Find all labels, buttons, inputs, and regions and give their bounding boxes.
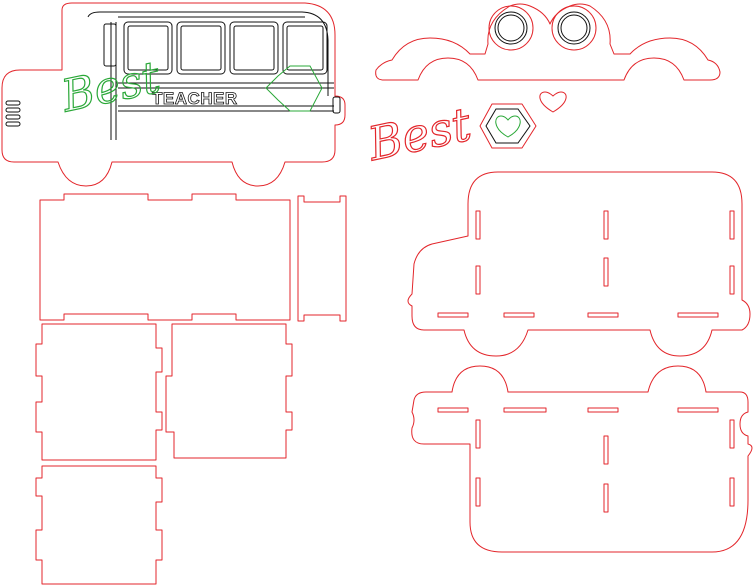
bus-side-panel-upper (407, 171, 751, 357)
slot (729, 477, 735, 507)
slot (437, 312, 469, 318)
circle-icon (494, 11, 528, 45)
box-panel-side (165, 323, 293, 459)
bus-front-outline (1, 2, 346, 187)
slot (729, 210, 735, 240)
bus-window (176, 21, 226, 75)
bus-side-panel-lower (411, 365, 753, 553)
heart-icon (539, 91, 567, 113)
wheel-strip-outline (375, 3, 721, 81)
script-text-red: Best (363, 97, 477, 172)
light-bar (5, 100, 21, 106)
circle-icon (497, 14, 525, 42)
bus-side-outline-lower (411, 365, 753, 553)
bus-bumper (332, 96, 341, 114)
slot (437, 407, 469, 413)
slot (475, 210, 481, 240)
circle-icon (560, 14, 588, 42)
slot (503, 312, 535, 318)
script-text-green: Best (56, 52, 164, 123)
slot (475, 477, 481, 507)
light-bar (5, 121, 21, 127)
hexagon-icon (485, 108, 531, 144)
slot (475, 419, 481, 449)
bus-front-lights (5, 100, 21, 127)
box-panel-side (35, 323, 163, 461)
slot (603, 483, 609, 513)
slot (603, 210, 609, 240)
bus-pillar-cap (103, 23, 117, 67)
bus-window (286, 25, 324, 71)
box-panels (35, 193, 347, 585)
bus-sign-text: TEACHER (152, 89, 238, 108)
heart-icon (495, 115, 521, 138)
circle-icon (551, 5, 597, 51)
bus-side-outline-upper (407, 171, 751, 357)
hexagon-icon (479, 103, 537, 149)
slot (729, 419, 735, 449)
bus-roof-band (87, 11, 329, 96)
hexagon-icon (265, 65, 323, 112)
bus-window (123, 21, 173, 75)
badge-cutouts: Best (362, 91, 567, 172)
slot (603, 435, 609, 465)
bus-window (229, 21, 279, 75)
circle-icon (488, 5, 534, 51)
slot (503, 407, 547, 413)
bus-window (180, 25, 222, 71)
light-bar (5, 107, 21, 113)
bus-window (282, 21, 328, 75)
box-panel-narrow (297, 195, 347, 322)
slot (603, 257, 609, 287)
box-panel-long (39, 193, 291, 321)
light-bar (5, 114, 21, 120)
slot (587, 407, 619, 413)
wheel-strip (375, 3, 721, 81)
circle-icon (557, 11, 591, 45)
slot (677, 312, 719, 318)
slot (475, 265, 481, 295)
box-panel-bottom (35, 465, 163, 585)
bus-window (127, 25, 169, 71)
slot (587, 312, 619, 318)
slot (729, 265, 735, 295)
bus-windows (123, 21, 328, 75)
bus-front-panel: TEACHER Best (1, 2, 346, 187)
bus-window (233, 25, 275, 71)
slot (677, 407, 719, 413)
